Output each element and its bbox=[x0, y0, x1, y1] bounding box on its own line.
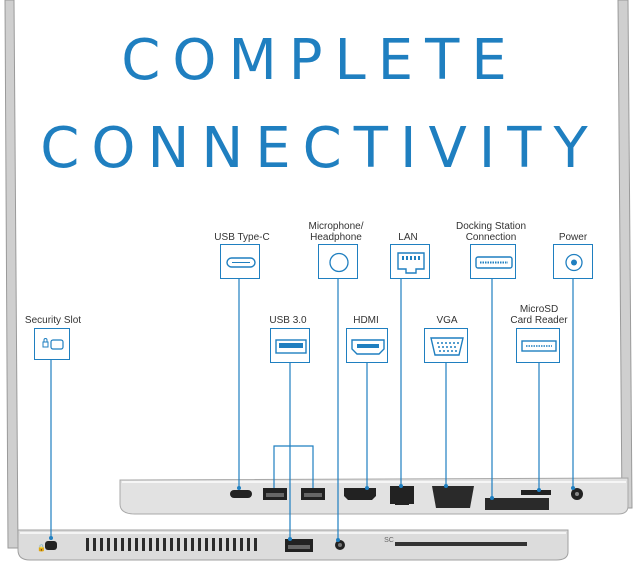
label-microphone-line2: Headphone bbox=[310, 232, 362, 243]
label-dock-line2: Connection bbox=[465, 232, 517, 243]
ethernet-icon bbox=[397, 252, 425, 274]
lan-icon-box bbox=[390, 244, 430, 279]
hdmi-icon bbox=[351, 339, 385, 355]
vga-port bbox=[432, 486, 474, 508]
label-power: Power bbox=[558, 232, 588, 243]
hdmi-icon-box bbox=[346, 328, 388, 363]
label-dock-line1: Docking Station bbox=[455, 221, 527, 232]
label-sd-line2: Card Reader bbox=[510, 315, 568, 326]
hdmi-port bbox=[344, 488, 376, 500]
lock-slot-icon bbox=[42, 338, 64, 350]
sc-label: SC bbox=[384, 537, 394, 544]
label-hdmi: HDMI bbox=[353, 315, 379, 326]
label-microsd: MicroSD Card Reader bbox=[504, 304, 574, 326]
usb-c-port bbox=[230, 490, 252, 498]
label-usb-type-c: USB Type-C bbox=[214, 232, 270, 243]
lan-port bbox=[390, 486, 414, 504]
sd-card-slot-icon bbox=[521, 340, 557, 352]
label-usb-3: USB 3.0 bbox=[269, 315, 307, 326]
usb3-icon-box bbox=[270, 328, 310, 363]
microsd-port bbox=[521, 490, 551, 495]
headphone-jack-icon bbox=[329, 252, 349, 273]
vga-icon bbox=[430, 337, 464, 356]
docking-connector-icon bbox=[475, 256, 513, 269]
label-lan: LAN bbox=[398, 232, 418, 243]
label-microphone: Microphone/ Headphone bbox=[296, 221, 376, 243]
security-slot-icon-box bbox=[34, 328, 70, 360]
audio-icon-box bbox=[318, 244, 358, 279]
svg-text:🔒: 🔒 bbox=[37, 544, 46, 552]
usb-c-icon-box bbox=[220, 244, 260, 279]
power-jack-icon bbox=[565, 253, 583, 272]
usb-c-icon bbox=[226, 257, 256, 268]
label-microphone-line1: Microphone/ bbox=[308, 221, 364, 232]
label-docking-station: Docking Station Connection bbox=[448, 221, 534, 243]
vent-grille bbox=[86, 538, 257, 551]
microsd-icon-box bbox=[516, 328, 560, 363]
label-security-slot: Security Slot bbox=[24, 315, 82, 326]
headline-line-2: CONNECTIVITY bbox=[40, 116, 600, 181]
leader-lines bbox=[50, 279, 574, 540]
label-vga: VGA bbox=[436, 315, 458, 326]
dock-port bbox=[485, 498, 549, 510]
sd-slot-front bbox=[395, 542, 527, 546]
headline-line-1: COMPLETE bbox=[121, 28, 519, 93]
security-slot-port bbox=[45, 541, 57, 550]
power-icon-box bbox=[553, 244, 593, 279]
label-sd-line1: MicroSD bbox=[519, 304, 559, 315]
vga-icon-box bbox=[424, 328, 468, 363]
usb-icon bbox=[275, 339, 307, 354]
dock-icon-box bbox=[470, 244, 516, 279]
